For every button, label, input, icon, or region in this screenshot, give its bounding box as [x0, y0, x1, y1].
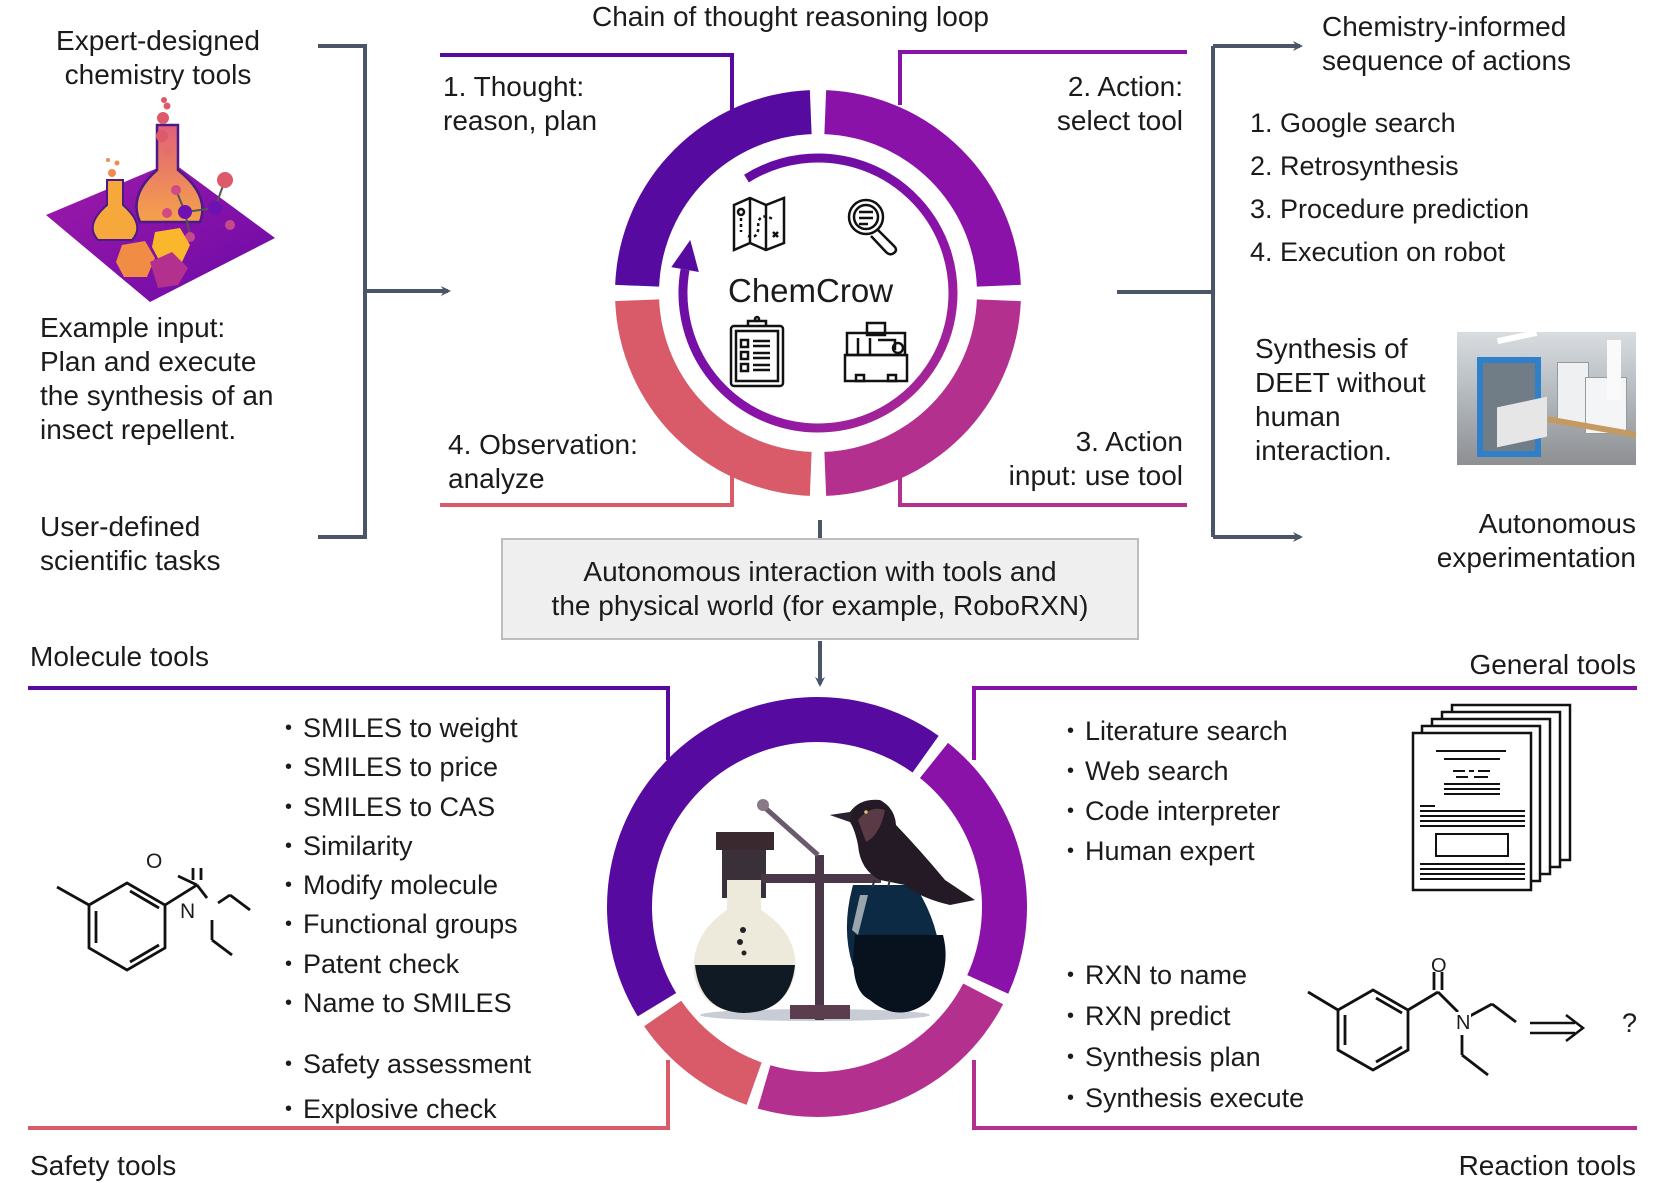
text-line: sequence of actions	[1322, 44, 1571, 78]
ring-segment-thought	[615, 90, 811, 286]
text-line: DEET without	[1255, 366, 1426, 400]
safety-tools-list: Safety assessment Explosive check	[285, 1042, 531, 1132]
text-line: Synthesis of	[1255, 332, 1426, 366]
tool-item: Synthesis plan	[1067, 1037, 1304, 1078]
tool-item: RXN predict	[1067, 996, 1304, 1037]
action-item: 1. Google search	[1250, 102, 1529, 145]
tool-item: Synthesis execute	[1067, 1078, 1304, 1119]
diagram-title: Chain of thought reasoning loop	[592, 0, 989, 34]
action-sequence-list: 1. Google search 2. Retrosynthesis 3. Pr…	[1250, 102, 1529, 274]
example-input-text: Example input: Plan and execute the synt…	[40, 311, 273, 447]
text-line: Plan and execute	[40, 345, 273, 379]
user-tasks-heading: User-defined scientific tasks	[40, 510, 221, 578]
tool-item: Explosive check	[285, 1087, 531, 1132]
step-observation-label: 4. Observation: analyze	[448, 428, 638, 496]
tool-item: SMILES to price	[285, 748, 518, 787]
text-line: User-defined	[40, 510, 221, 544]
autonomous-experimentation-label: Autonomous experimentation	[1380, 507, 1636, 575]
tool-item: Human expert	[1067, 831, 1288, 871]
oxygen-atom-label: O	[1431, 955, 1447, 978]
tool-item: SMILES to weight	[285, 709, 518, 748]
reaction-tools-label: Reaction tools	[1380, 1149, 1636, 1183]
safety-tools-label: Safety tools	[30, 1149, 176, 1183]
action-item: 3. Procedure prediction	[1250, 188, 1529, 231]
molecule-tools-list: SMILES to weight SMILES to price SMILES …	[285, 709, 518, 1023]
text-line: Autonomous interaction with tools and	[552, 555, 1089, 589]
chemistry-tools-illustration	[46, 97, 275, 302]
retrosynthesis-arrow-icon	[1530, 1015, 1583, 1041]
text-line: 1. Thought:	[443, 70, 597, 104]
loop-arrowhead-icon	[671, 240, 699, 272]
text-line: interaction.	[1255, 434, 1426, 468]
nitrogen-atom-label: N	[179, 900, 196, 924]
nitrogen-atom-label: N	[1455, 1012, 1471, 1035]
tool-item: Functional groups	[285, 905, 518, 944]
step-thought-label: 1. Thought: reason, plan	[443, 70, 597, 138]
map-icon	[734, 198, 784, 250]
unknown-precursor-label: ?	[1622, 1008, 1637, 1039]
chemistry-sequence-heading: Chemistry-informed sequence of actions	[1322, 10, 1571, 78]
text-line: Autonomous	[1380, 507, 1636, 541]
tool-item: SMILES to CAS	[285, 788, 518, 827]
text-line: scientific tasks	[40, 544, 221, 578]
tool-item: Modify molecule	[285, 866, 518, 905]
heading-line: chemistry tools	[40, 58, 276, 92]
text-line: 4. Observation:	[448, 428, 638, 462]
molecule-tools-label: Molecule tools	[30, 640, 209, 674]
general-tools-label: General tools	[1380, 648, 1636, 682]
document-stack-icon	[1413, 705, 1570, 890]
general-tools-list: Literature search Web search Code interp…	[1067, 711, 1288, 871]
text-line: insect repellent.	[40, 413, 273, 447]
step-action-label: 2. Action: select tool	[985, 70, 1183, 138]
text-line: analyze	[448, 462, 638, 496]
text-line: input: use tool	[960, 459, 1183, 493]
text-line: human	[1255, 400, 1426, 434]
tool-item: Code interpreter	[1067, 791, 1288, 831]
tool-item: Web search	[1067, 751, 1288, 791]
robot-lab-photo	[1457, 332, 1636, 465]
text-line: Example input:	[40, 311, 273, 345]
deet-molecule-right	[1308, 972, 1516, 1075]
toolbox-icon	[845, 323, 907, 381]
tool-item: Name to SMILES	[285, 984, 518, 1023]
text-line: 2. Action:	[985, 70, 1183, 104]
magnifier-icon	[849, 200, 896, 254]
text-line: select tool	[985, 104, 1183, 138]
heading-line: Expert-designed	[40, 24, 276, 58]
text-line: the physical world (for example, RoboRXN…	[552, 589, 1089, 623]
text-line: Chemistry-informed	[1322, 10, 1571, 44]
tool-item: Literature search	[1067, 711, 1288, 751]
step-action-input-label: 3. Action input: use tool	[960, 425, 1183, 493]
deet-molecule-left	[57, 868, 250, 970]
reaction-tools-list: RXN to name RXN predict Synthesis plan S…	[1067, 955, 1304, 1119]
autonomous-interaction-box: Autonomous interaction with tools and th…	[501, 538, 1139, 640]
tool-item: Patent check	[285, 945, 518, 984]
checklist-icon	[731, 317, 783, 386]
expert-tools-heading: Expert-designed chemistry tools	[40, 24, 276, 92]
tool-item: Similarity	[285, 827, 518, 866]
action-item: 4. Execution on robot	[1250, 231, 1529, 274]
tool-item: Safety assessment	[285, 1042, 531, 1087]
text-line: the synthesis of an	[40, 379, 273, 413]
deet-synthesis-note: Synthesis of DEET without human interact…	[1255, 332, 1426, 468]
text-line: 3. Action	[960, 425, 1183, 459]
text-line: reason, plan	[443, 104, 597, 138]
oxygen-atom-label: O	[146, 850, 162, 874]
tool-item: RXN to name	[1067, 955, 1304, 996]
left-bracket-connector	[318, 46, 448, 537]
text-line: experimentation	[1380, 541, 1636, 575]
action-item: 2. Retrosynthesis	[1250, 145, 1529, 188]
crow-flask-illustration	[694, 799, 975, 1021]
chemcrow-label: ChemCrow	[728, 272, 893, 310]
